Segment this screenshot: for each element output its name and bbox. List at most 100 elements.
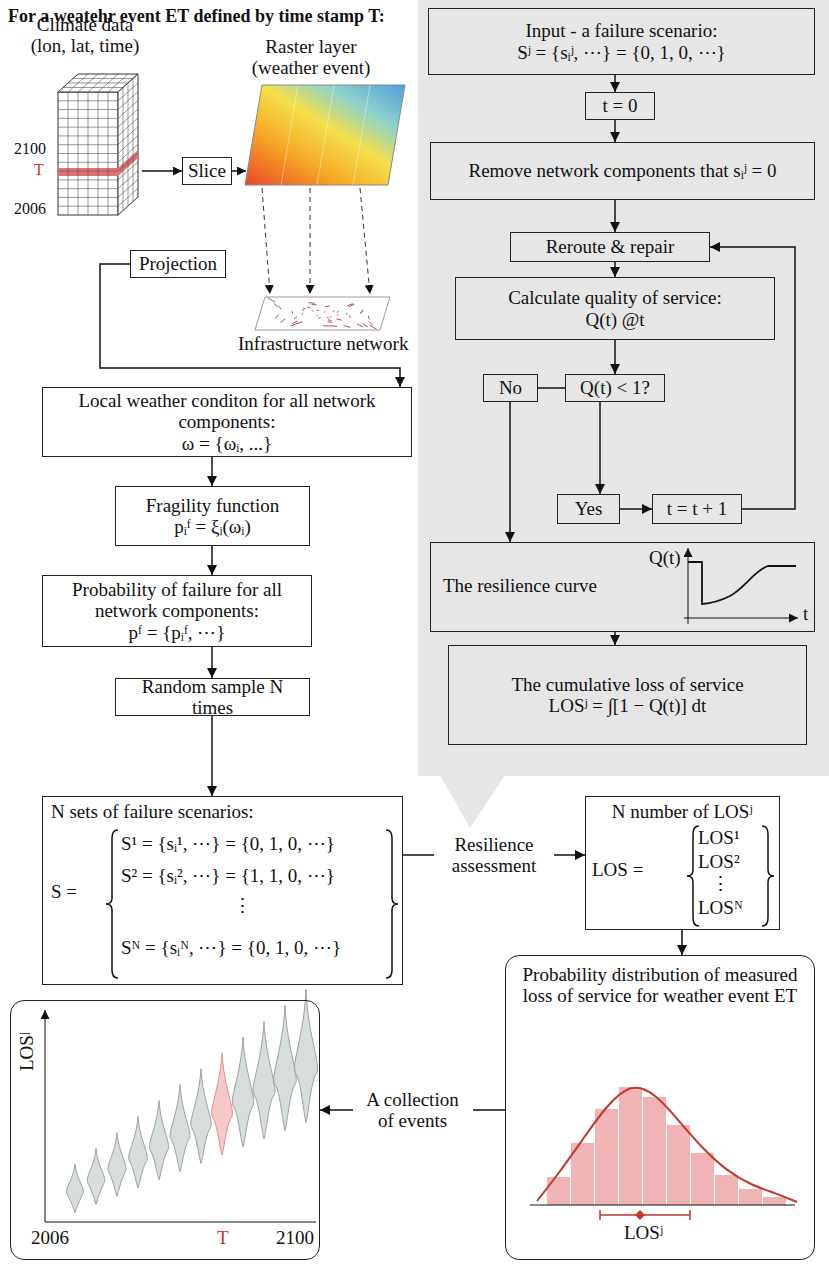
node-text: The cumulative loss of service — [511, 674, 743, 695]
connector-arrow — [620, 508, 652, 510]
node-text: pᵢᶠ = ξᵢ(ωᵢ) — [174, 516, 251, 537]
node-text: 2006 — [31, 1227, 69, 1248]
node-text: Slice — [188, 160, 226, 181]
node-text: pᶠ = {pᵢᶠ, ⋯} — [129, 622, 226, 643]
node-text: The resilience curve — [443, 575, 597, 596]
edge-label: A collection of events — [353, 1088, 473, 1133]
histogram — [530, 1087, 797, 1220]
connector-arrow — [211, 647, 213, 678]
connector-arrow — [614, 262, 616, 277]
text-label: 2006 — [14, 200, 46, 218]
raster-grid — [317, 85, 334, 185]
projection-line — [262, 188, 270, 294]
process-box: The resilience curveQ(t)t — [430, 542, 815, 632]
node-text: Projection — [139, 253, 217, 274]
connector-arrow — [614, 120, 616, 142]
projection-line — [310, 188, 311, 294]
connector-arrow — [599, 402, 601, 494]
edge-label: Resilience assessment — [434, 833, 554, 878]
process-box: No — [483, 374, 538, 402]
node-text: Calculate quality of service: — [508, 287, 722, 308]
connector-arrow — [100, 264, 400, 387]
process-box: Probability of failure for all network c… — [42, 575, 312, 647]
text-label: Raster layer (weather event) — [246, 36, 376, 79]
node-text: Input - a failure scenario: — [525, 20, 717, 41]
process-box: Input - a failure scenario:Sʲ = {sᵢʲ, ⋯}… — [428, 8, 815, 75]
node-text: Yes — [575, 498, 603, 519]
connector-arrow — [211, 457, 213, 486]
connector-arrow — [538, 387, 565, 389]
flow-arrow — [142, 170, 182, 172]
rounded-panel: LOSʲ2006T2100 — [10, 1000, 320, 1260]
node-text: Fragility function — [146, 495, 280, 516]
process-box: t = t + 1 — [652, 494, 742, 524]
connector-arrow — [614, 200, 616, 232]
text-label: T — [34, 161, 44, 179]
node-text: Random sample N times — [122, 676, 303, 719]
resilience-plot — [684, 548, 798, 624]
raster-grid — [281, 85, 298, 185]
node-text: ω = {ωᵢ, ...} — [182, 433, 272, 454]
node-text: t = 0 — [603, 95, 638, 116]
node-text: Reroute & repair — [546, 236, 675, 257]
node-text: Q(t) @t — [585, 309, 644, 330]
process-box: Slice — [182, 157, 232, 185]
process-box: Yes — [557, 494, 620, 524]
process-box: t = 0 — [585, 92, 655, 120]
node-text: Remove network components that sᵢʲ = 0 — [468, 160, 776, 181]
grey-panel — [418, 0, 829, 776]
brace — [106, 830, 118, 978]
network-layer — [255, 297, 390, 330]
node-text: Probability of failure for all network c… — [49, 579, 305, 622]
node-text: Probability distribution of measured los… — [516, 964, 804, 1007]
node-text: N number of LOSʲ — [586, 801, 778, 822]
projection-line — [360, 188, 370, 294]
text-label: Climate data (lon, lat, time) — [20, 14, 150, 57]
node-text: N sets of failure scenarios: — [51, 801, 254, 822]
network-lines — [268, 298, 376, 329]
climate-cube — [58, 74, 138, 215]
process-box: Q(t) < 1? — [565, 374, 665, 402]
node-text: LOS² — [698, 851, 740, 872]
node-text: t = t + 1 — [667, 498, 728, 519]
process-box: Remove network components that sᵢʲ = 0 — [430, 142, 815, 200]
rounded-panel: Probability distribution of measured los… — [505, 955, 815, 1260]
process-box: Reroute & repair — [510, 232, 710, 262]
node-text: LOS = — [592, 859, 643, 880]
node-text: LOSʲ — [624, 1222, 663, 1243]
node-text: Q(t) — [649, 547, 681, 568]
node-text: LOSᴺ — [698, 897, 743, 918]
connector-arrow — [614, 340, 616, 374]
node-text: ⋮ — [233, 895, 252, 916]
process-box: Random sample N times — [115, 678, 310, 716]
node-text: Local weather conditon for all network c… — [49, 390, 405, 433]
raster-layer — [245, 85, 405, 185]
process-box: The cumulative loss of serviceLOSʲ = ∫[1… — [448, 645, 807, 745]
node-text: Sʲ = {sᵢʲ, ⋯} = {0, 1, 0, ⋯} — [517, 42, 725, 63]
process-box: Projection — [130, 250, 226, 278]
connector-arrow — [614, 632, 616, 645]
flow-arrow — [232, 170, 246, 172]
node-text: S² = {sᵢ², ⋯} = {1, 1, 0, ⋯} — [121, 865, 335, 886]
connector-arrow — [211, 716, 213, 796]
violin-chart — [45, 989, 318, 1222]
node-text: T — [217, 1227, 229, 1248]
connector-arrow — [211, 546, 213, 575]
node-text: 2100 — [276, 1227, 314, 1248]
node-text: No — [499, 377, 522, 398]
node-text: S¹ = {sᵢ¹, ⋯} = {0, 1, 0, ⋯} — [121, 833, 335, 854]
node-text: S = — [51, 881, 77, 902]
node-text: Q(t) < 1? — [580, 377, 650, 398]
brace — [687, 826, 699, 926]
process-box: Local weather conditon for all network c… — [42, 387, 412, 457]
connector-arrow — [614, 75, 616, 92]
connector-arrow — [710, 247, 795, 509]
brace — [762, 826, 774, 926]
process-box: Calculate quality of service:Q(t) @t — [455, 277, 775, 340]
node-text: ⋮ — [711, 873, 730, 894]
callout-tail — [440, 775, 505, 828]
node-text: LOSʲ = ∫[1 − Q(t)] dt — [549, 695, 707, 716]
process-box: N number of LOSʲLOS =LOS¹LOS²⋮LOSᴺ — [585, 796, 780, 930]
